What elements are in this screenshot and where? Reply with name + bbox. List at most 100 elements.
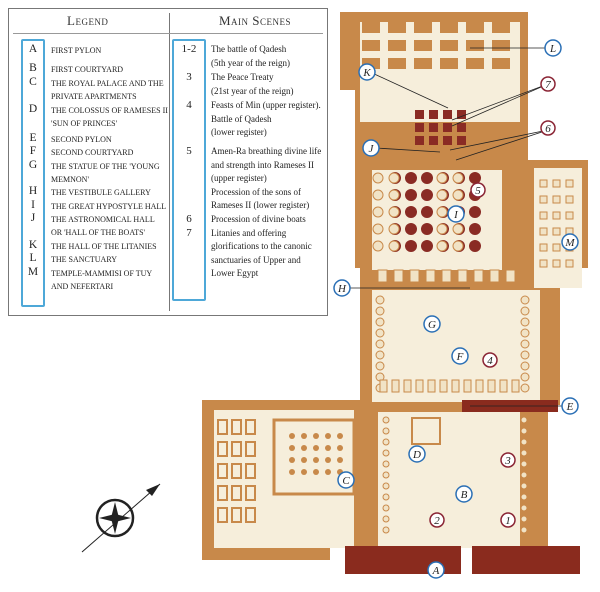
letter-marker-label: M: [564, 237, 575, 249]
hypostyle-column: [405, 172, 417, 184]
hall-column: [443, 123, 452, 132]
palace-room: [245, 507, 256, 523]
letter-marker-label: B: [461, 489, 468, 501]
court-column: [520, 383, 530, 393]
mammisi-column: [565, 211, 574, 220]
hall-column: [415, 123, 424, 132]
hall-column: [457, 123, 466, 132]
hypostyle-column: [452, 172, 464, 184]
osiris-pillar: [391, 379, 400, 393]
first-court-column: [382, 504, 390, 512]
palace-column: [289, 457, 295, 463]
court-column: [520, 372, 530, 382]
mammisi-column: [539, 259, 548, 268]
hall-column: [457, 110, 466, 119]
palace-room: [245, 485, 256, 501]
scene-item: The Peace Treaty (21st year of the reign…: [211, 72, 294, 96]
vestibule-pillar: [377, 269, 388, 283]
palace-column: [313, 433, 319, 439]
mammisi-column: [552, 227, 561, 236]
first-court-column: [520, 471, 528, 479]
room-cell: [492, 22, 510, 33]
hypostyle-column: [421, 189, 433, 201]
mammisi-column: [539, 179, 548, 188]
hypostyle-column: [436, 223, 448, 235]
first-court-column: [520, 493, 528, 501]
vestibule-pillar: [489, 269, 500, 283]
hypostyle-column: [372, 189, 384, 201]
legend-title: Legend: [67, 13, 109, 28]
mammisi-column: [565, 259, 574, 268]
hall-column: [443, 136, 452, 145]
first-court-column: [382, 482, 390, 490]
osiris-pillar: [487, 379, 496, 393]
palace-room: [231, 507, 242, 523]
legend-key: C: [29, 76, 37, 88]
first-courtyard-floor: [378, 412, 520, 548]
legend-key: H: [28, 185, 38, 197]
vestibule-pillar: [457, 269, 468, 283]
first-court-column: [382, 515, 390, 523]
osiris-pillar: [427, 379, 436, 393]
palace-column: [325, 433, 331, 439]
room-cell: [492, 40, 510, 51]
scene-marker: [540, 76, 556, 92]
hypostyle-column: [421, 206, 433, 218]
north-arrow-icon: [146, 484, 160, 496]
first-court-column: [520, 416, 528, 424]
hypostyle-column: [436, 240, 448, 252]
hypostyle-column: [405, 206, 417, 218]
legend-item: TEMPLE-MAMMISI OF TUY AND NEFERTARI: [51, 269, 153, 292]
palace-column: [301, 445, 307, 451]
vestibule-pillar: [409, 269, 420, 283]
palace-room: [217, 419, 228, 435]
hypostyle-column: [372, 172, 384, 184]
palace-column: [325, 457, 331, 463]
letter-marker-label: C: [342, 475, 350, 487]
court-column: [520, 339, 530, 349]
scene-key: 1-2: [181, 43, 197, 55]
vestibule-pillar: [505, 269, 516, 283]
room-cell: [388, 40, 406, 51]
osiris-pillar: [379, 379, 388, 393]
vestibule-pillar: [425, 269, 436, 283]
room-cell: [440, 58, 458, 69]
hypostyle-column: [452, 240, 464, 252]
first-court-column: [520, 460, 528, 468]
room-cell: [414, 22, 432, 33]
first-court-column: [382, 427, 390, 435]
letter-marker-label: D: [412, 449, 421, 461]
first-court-column: [520, 449, 528, 457]
letter-marker-label: J: [369, 143, 375, 155]
legend-item: THE ROYAL PALACE AND THE PRIVATE APARTME…: [51, 79, 164, 102]
letter-marker: [544, 39, 562, 57]
hall-column: [415, 110, 424, 119]
scene-marker-label: 1: [505, 515, 511, 527]
palace-room: [217, 485, 228, 501]
letter-marker-label: K: [362, 67, 371, 79]
hypostyle-column: [421, 172, 433, 184]
letter-marker: [447, 205, 465, 223]
court-column: [375, 339, 385, 349]
first-court-column: [382, 471, 390, 479]
osiris-pillar: [499, 379, 508, 393]
mammisi-column: [539, 211, 548, 220]
scene-key: 3: [186, 71, 192, 83]
first-court-column: [520, 438, 528, 446]
legend-divider: [169, 13, 170, 311]
letter-marker-label: A: [432, 565, 440, 577]
scene-marker-label: 4: [487, 355, 493, 367]
hypostyle-column: [388, 206, 400, 218]
room-cell: [466, 22, 484, 33]
first-court-column: [520, 427, 528, 435]
palace-column: [289, 445, 295, 451]
osiris-pillar: [403, 379, 412, 393]
hypostyle-column: [372, 240, 384, 252]
scene-marker-label: 5: [475, 185, 481, 197]
legend-key: J: [30, 212, 36, 224]
scene-marker: [470, 182, 486, 198]
scene-marker: [540, 120, 556, 136]
scenes-key-frame: [172, 39, 206, 301]
legend-item: SECOND COURTYARD: [51, 148, 134, 157]
